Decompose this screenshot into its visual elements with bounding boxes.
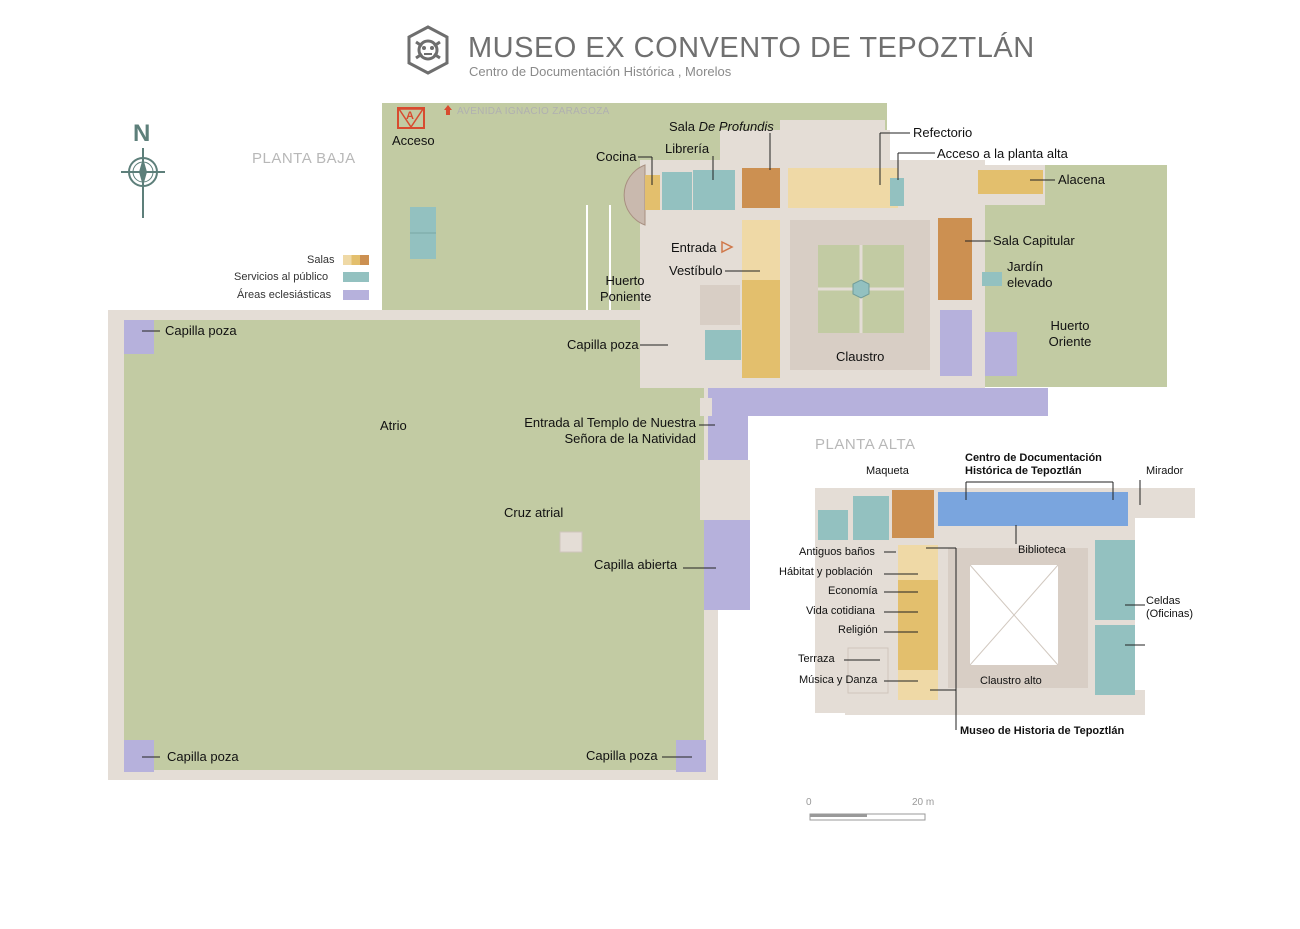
legend-salas: Salas (307, 254, 335, 266)
access-letter: A (406, 110, 414, 122)
refectorio-room (788, 168, 898, 208)
museum-logo-icon (407, 25, 449, 75)
celdas-room-1 (1095, 540, 1135, 620)
label-vestibulo: Vestíbulo (669, 263, 723, 278)
legend-servicios: Servicios al público (234, 271, 329, 283)
label-capilla-poza-nw: Capilla poza (165, 323, 237, 338)
profundis-room (742, 168, 780, 208)
label-cocina: Cocina (596, 149, 637, 164)
label-vida-cotidiana: Vida cotidiana (806, 605, 875, 617)
biblioteca-room (938, 492, 1128, 526)
label-claustro-alto: Claustro alto (980, 675, 1042, 687)
label-maqueta: Maqueta (866, 465, 909, 477)
upper-service-2 (853, 496, 889, 540)
servicios-sanitarios (705, 330, 741, 360)
label-museo-historia: Museo de Historia de Tepoztlán (960, 725, 1125, 737)
legend-eclesiasticas-swatch (343, 290, 369, 300)
label-atrio: Atrio (380, 418, 407, 433)
north-label: N (133, 120, 151, 147)
cocina-room (645, 175, 660, 210)
section-planta-alta: PLANTA ALTA (815, 436, 916, 453)
label-antiguos-banos: Antiguos baños (799, 546, 875, 558)
servicios-room-1 (662, 172, 692, 210)
alacena-room (978, 170, 1043, 194)
atrio-area (124, 320, 704, 770)
label-capilla-poza-sw: Capilla poza (167, 749, 239, 764)
label-capilla-poza-ne: Capilla poza (567, 337, 639, 352)
map-subtitle: Centro de Documentación Histórica , More… (469, 64, 732, 79)
label-alacena: Alacena (1058, 172, 1105, 187)
label-habitat: Hábitat y población (779, 566, 873, 578)
label-biblioteca: Biblioteca (1018, 544, 1066, 556)
compass-icon (121, 148, 165, 218)
stair-ground (890, 178, 904, 206)
access-label: Acceso (392, 133, 435, 148)
mirador-area (1130, 500, 1190, 518)
sala-capitular-room (938, 218, 972, 300)
scale-start: 0 (806, 797, 812, 808)
label-cruz-atrial: Cruz atrial (504, 505, 564, 520)
label-terraza: Terraza (798, 653, 835, 665)
label-refectorio: Refectorio (913, 125, 973, 140)
label-mirador: Mirador (1146, 465, 1184, 477)
map-title: MUSEO EX CONVENTO DE TEPOZTLÁN (468, 32, 1035, 64)
eccl-room-east (940, 310, 972, 376)
label-capilla-abierta: Capilla abierta (594, 557, 678, 572)
libreria-room (693, 170, 735, 210)
capilla-poza-sw (124, 740, 154, 772)
legend-eclesiasticas: Áreas eclesiásticas (237, 289, 332, 301)
terraza-area (847, 647, 889, 694)
capilla-abierta (704, 515, 750, 610)
label-acceso-planta-alta: Acceso a la planta alta (937, 146, 1068, 161)
celdas-room-2 (1095, 625, 1135, 695)
church-corridor (708, 388, 1048, 416)
label-musica-danza: Música y Danza (799, 674, 878, 686)
label-capilla-poza-se: Capilla poza (586, 748, 658, 763)
entrada-arrow-icon (721, 240, 734, 254)
label-claustro: Claustro (836, 349, 885, 364)
label-religion: Religión (838, 624, 878, 636)
label-entrada: Entrada (671, 240, 717, 255)
jardin-stairs (982, 272, 1002, 286)
label-sala-profundis: Sala De Profundis (669, 119, 774, 134)
eccl-room-east2 (985, 332, 1017, 376)
capilla-poza-se (676, 740, 706, 772)
label-celdas: Celdas(Oficinas) (1146, 595, 1194, 620)
label-economia: Economía (828, 585, 878, 597)
legend-salas-swatch (343, 255, 369, 265)
label-sala-capitular: Sala Capitular (993, 233, 1075, 248)
scale-end: 20 m (912, 797, 935, 808)
upper-service-1 (818, 510, 848, 540)
legend-servicios-swatch (343, 272, 369, 282)
capilla-poza-nw (124, 320, 154, 354)
label-libreria: Librería (665, 141, 710, 156)
street-marker-icon (444, 105, 452, 110)
section-planta-baja: PLANTA BAJA (252, 150, 356, 167)
street-label: AVENIDA IGNACIO ZARAGOZA (457, 106, 610, 117)
maqueta-room (892, 490, 934, 538)
